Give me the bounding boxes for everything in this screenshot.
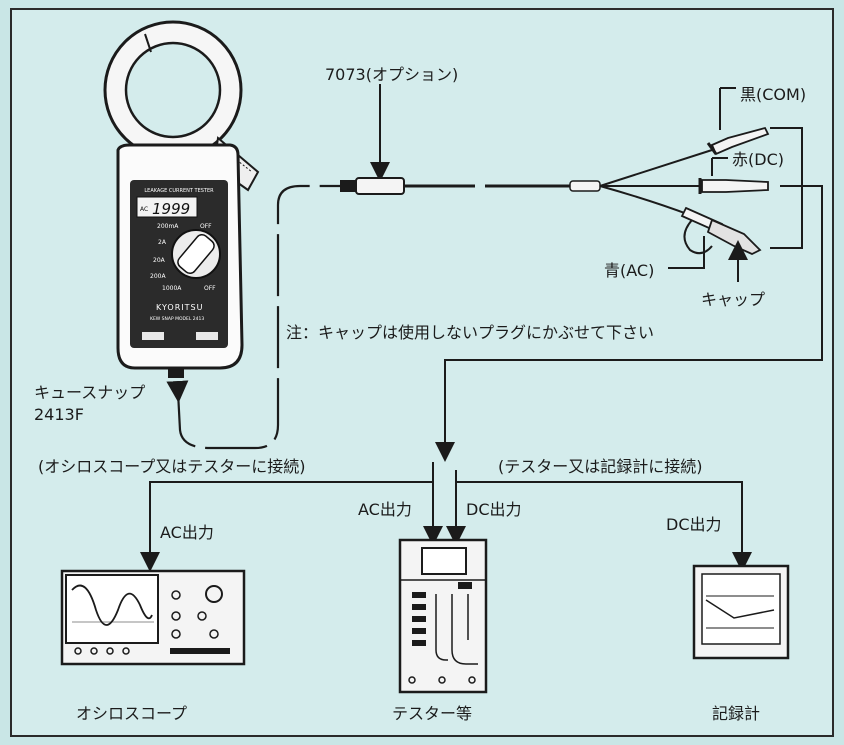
clamp-range-label: 200mA (157, 223, 179, 230)
signal-lines (140, 462, 752, 572)
clamp-range-label: 200A (150, 273, 166, 280)
dc-output-right-label: DC出力 (666, 515, 722, 534)
clamp-range-label: 1000A (162, 285, 182, 292)
clamp-jaw-opening (124, 41, 222, 139)
blue-plug (680, 206, 762, 255)
blue-pointer (668, 236, 705, 269)
black-plug (706, 87, 770, 156)
red-dc-label: 赤(DC) (732, 150, 784, 169)
clamp-model-label: 2413F (34, 405, 84, 424)
option-cable-7073 (340, 84, 713, 216)
red-plug (698, 157, 769, 194)
clamp-brand: KYORITSU (156, 303, 203, 312)
dc-output-center-label: DC出力 (466, 500, 522, 519)
right-connect-note: (テスター又は記録計に接続) (498, 457, 703, 476)
clamp-side-button (196, 332, 218, 340)
clamp-range-label: 20A (153, 257, 166, 264)
clamp-lcd-value: 1999 (152, 200, 190, 218)
black-com-label: 黒(COM) (740, 85, 806, 104)
clamp-cable (166, 184, 340, 450)
plug-bracket (435, 127, 823, 462)
clamp-hold-button (142, 332, 164, 340)
clamp-range-label: OFF (204, 285, 216, 292)
recorder-label: 記録計 (712, 704, 760, 723)
ac-output-left-label: AC出力 (160, 523, 214, 542)
clamp-lcd-prefix: AC (140, 206, 148, 213)
ac-output-center-label: AC出力 (358, 500, 412, 519)
clamp-jaw-split (144, 33, 152, 53)
blue-ac-label: 青(AC) (604, 261, 654, 280)
tester-label: テスター等 (392, 704, 472, 723)
oscilloscope-device (60, 569, 246, 666)
tester-device (398, 538, 488, 694)
cap-shape (706, 218, 762, 255)
clamp-header-text: LEAKAGE CURRENT TESTER (144, 188, 214, 194)
clamp-range-label: OFF (200, 223, 212, 230)
clamp-lcd (136, 196, 198, 218)
cap-label: キャップ (701, 290, 765, 309)
clamp-meter: LEAKAGE CURRENT TESTER AC 1999 200mA OFF… (103, 20, 260, 378)
cap-note: 注：キャップは使用しないプラグにかぶせて下さい (286, 323, 654, 342)
clamp-name-label: キュースナップ (34, 383, 145, 402)
oscilloscope-label: オシロスコープ (76, 704, 187, 723)
clamp-model-text: KEW SNAP MODEL 2413 (150, 316, 204, 322)
clamp-output-socket (168, 368, 184, 378)
clamp-range-label: 2A (158, 239, 167, 246)
option-code-label: 7073(オプション) (325, 65, 458, 84)
left-connect-note: (オシロスコープ又はテスターに接続) (38, 457, 306, 476)
recorder-device (692, 564, 790, 660)
